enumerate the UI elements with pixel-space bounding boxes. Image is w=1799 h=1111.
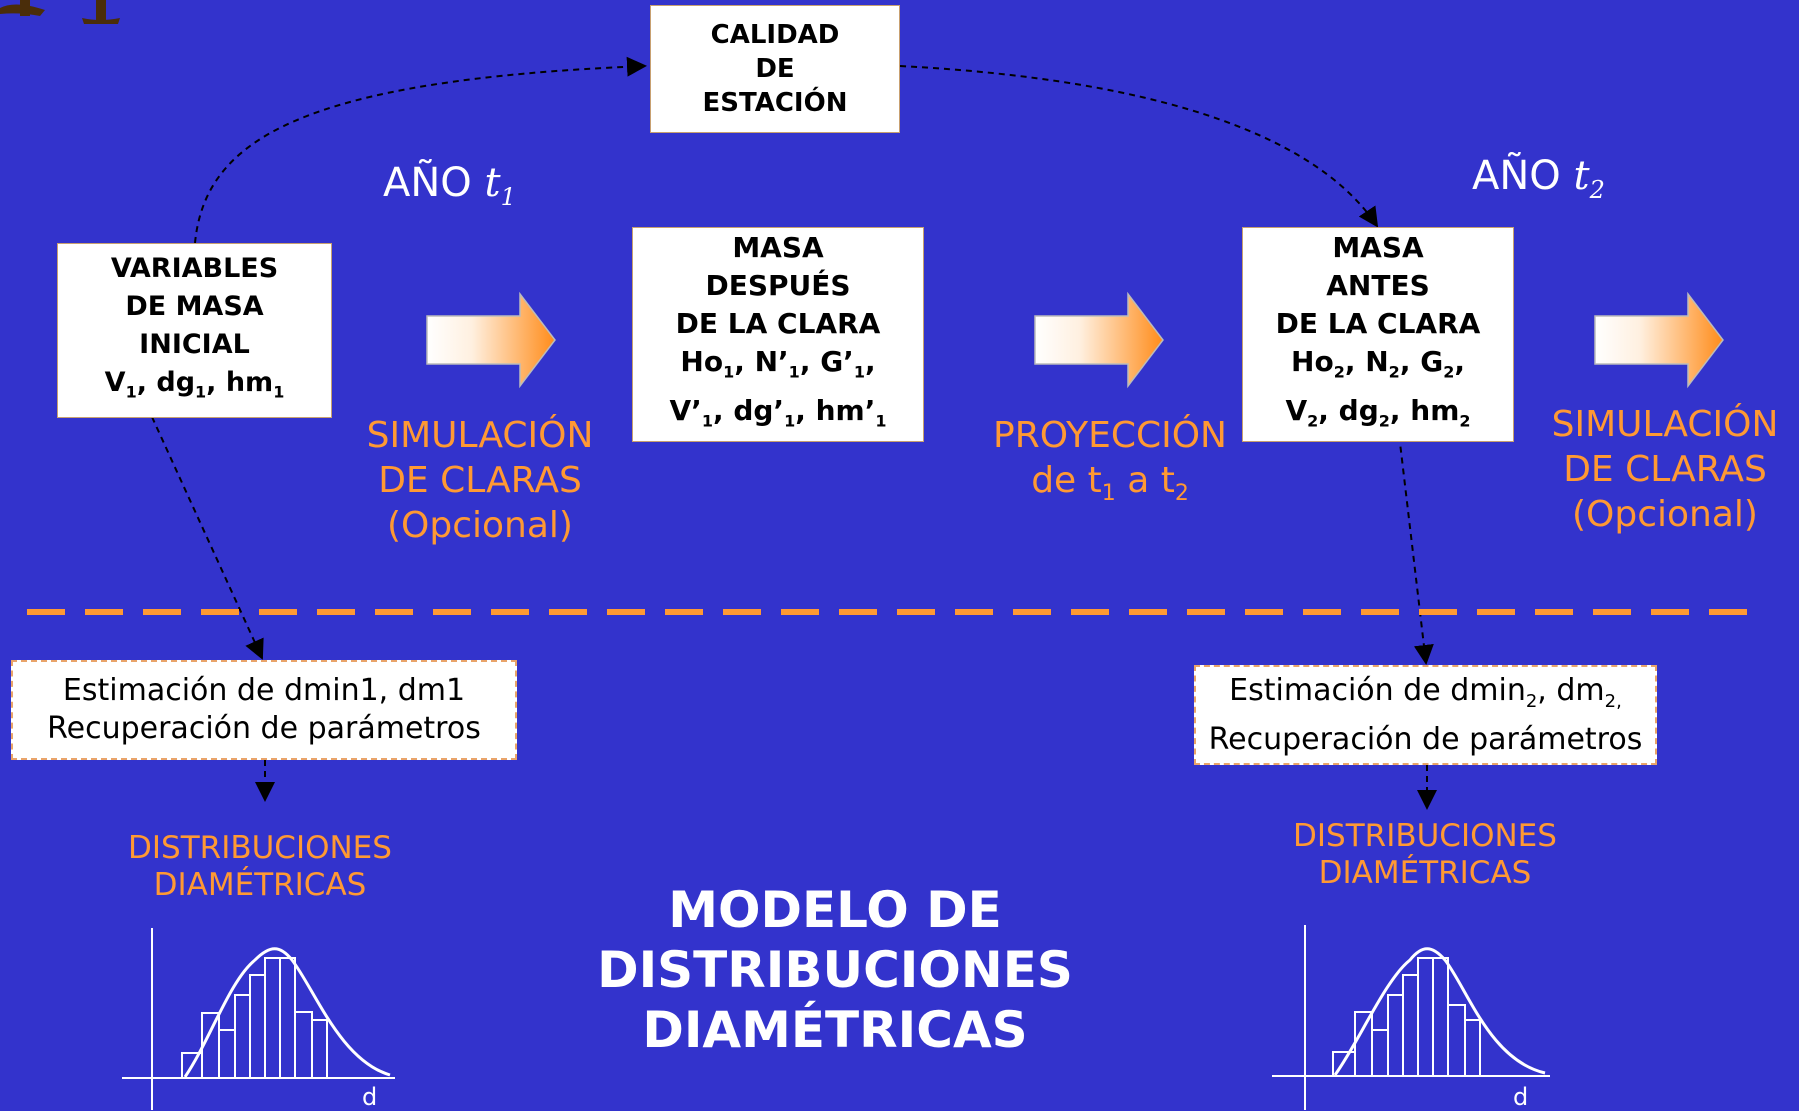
connector-inicial-estimacion — [151, 416, 264, 660]
block-arrow-3 — [1594, 291, 1724, 389]
masa-antes-box: MASA ANTES DE LA CLARA Ho2, N2, G2, V2, … — [1242, 227, 1514, 442]
histogram-left — [122, 928, 395, 1110]
axis-label-d-1: d — [362, 1083, 378, 1111]
vars-inicial: V1, dg1, hm1 — [104, 366, 285, 402]
calidad-line: ESTACIÓN — [702, 88, 848, 118]
estimacion-box-2: Estimación de dmin2, dm2, Recuperación d… — [1194, 665, 1657, 765]
simulacion-claras-1: SIMULACIÓN DE CLARAS (Opcional) — [366, 415, 594, 546]
estimacion-box-1: Estimación de dmin1, dm1 Recuperación de… — [11, 660, 517, 760]
calidad-line: CALIDAD — [710, 20, 840, 50]
block-arrow-2 — [1034, 291, 1164, 389]
histogram-right — [1272, 925, 1550, 1110]
distribuciones-label-1: DISTRIBUCIONES DIAMÉTRICAS — [128, 830, 392, 903]
calidad-estacion-box: CALIDAD DE ESTACIÓN — [650, 5, 900, 133]
vars-antes-1: Ho2, N2, G2, — [1291, 344, 1465, 382]
connector-inicial-calidad — [194, 56, 647, 244]
proyeccion-label: PROYECCIÓN de t1 a t2 — [993, 415, 1227, 507]
anio-t2-label: AÑO t2 — [1472, 153, 1605, 204]
tree-icon — [0, 0, 120, 24]
vars-despues-1: Ho1, N’1, G’1, — [680, 344, 876, 382]
vars-despues-2: V’1, dg’1, hm’1 — [669, 393, 887, 431]
masa-despues-box: MASA DESPUÉS DE LA CLARA Ho1, N’1, G’1, … — [632, 227, 924, 442]
calidad-line: DE — [755, 54, 795, 84]
anio-t1-label: AÑO t1 — [383, 160, 516, 211]
block-arrow-1 — [426, 291, 556, 389]
distribuciones-label-2: DISTRIBUCIONES DIAMÉTRICAS — [1293, 818, 1557, 891]
connector-calidad-antes — [899, 65, 1379, 228]
variables-masa-inicial-box: VARIABLES DE MASA INICIAL V1, dg1, hm1 — [57, 243, 332, 418]
vars-antes-2: V2, dg2, hm2 — [1285, 393, 1471, 431]
simulacion-claras-2: SIMULACIÓN DE CLARAS (Opcional) — [1551, 404, 1779, 535]
page-title: MODELO DE DISTRIBUCIONES DIAMÉTRICAS — [597, 881, 1073, 1059]
axis-label-d-2: d — [1513, 1083, 1529, 1111]
